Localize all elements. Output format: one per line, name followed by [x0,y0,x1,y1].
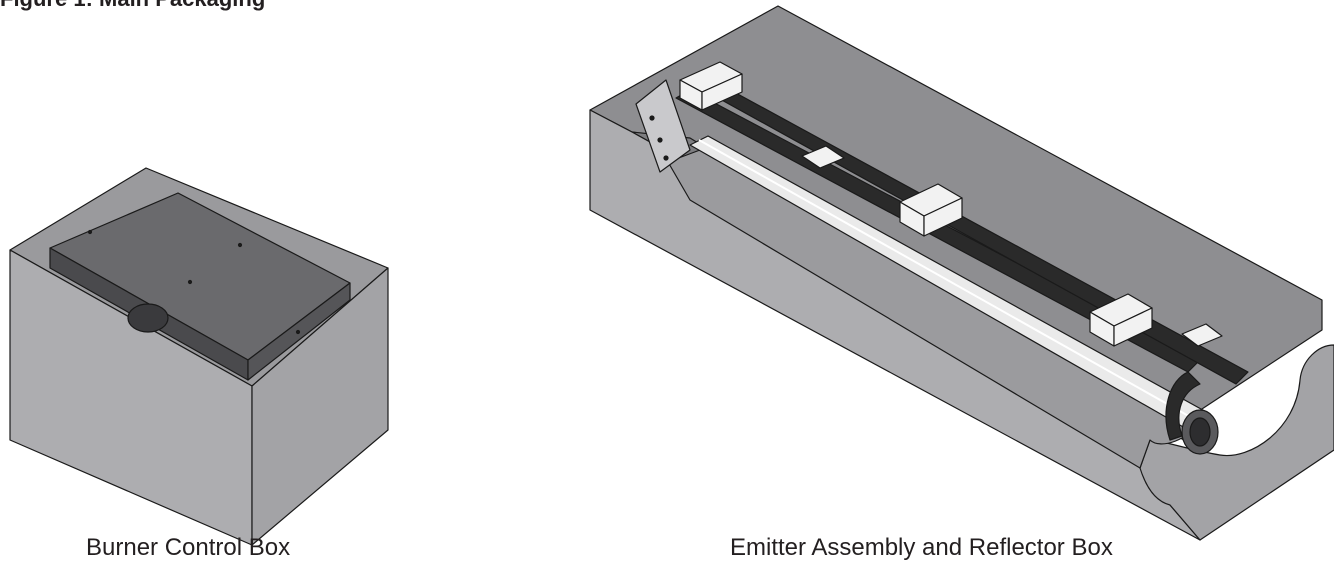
connector-flange [127,303,169,333]
bracket-right [1089,293,1153,347]
screw-icon [295,329,301,335]
page-heading: Figure 1: Main Packaging [0,0,265,12]
emitter-reflector-box-drawing [589,5,1334,541]
caption-emitter-assembly: Emitter Assembly and Reflector Box [730,534,1113,561]
bracket-left [679,61,743,111]
mounting-plate [635,79,691,173]
burner-tube-return-bend [1165,371,1201,441]
support-block [801,145,1223,347]
caption-burner-control-box: Burner Control Box [86,534,291,561]
burner-control-box-drawing [9,167,389,546]
box-right-face [251,267,389,546]
emitter-tube-bore [1189,417,1211,447]
screw-icon [87,229,93,235]
bracket-middle [899,183,963,237]
screw-icon [187,279,193,285]
screw-icon [237,242,243,248]
reflector-box-end-face [1139,344,1334,541]
